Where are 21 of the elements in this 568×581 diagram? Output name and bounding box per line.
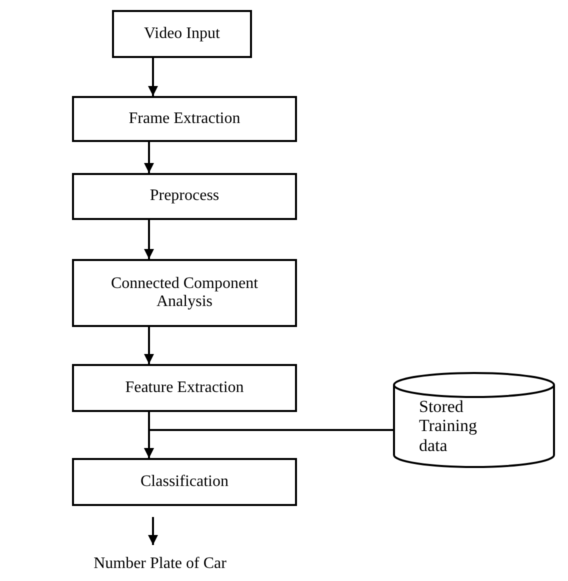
node-label: Video Input	[144, 24, 220, 44]
arrow	[144, 142, 154, 173]
node-label: Feature Extraction	[125, 378, 244, 398]
arrow	[144, 429, 393, 458]
process-box	[72, 364, 297, 412]
node-label: Stored Training data	[419, 396, 478, 456]
node-label: Connected Component Analysis	[110, 274, 260, 312]
arrow	[148, 58, 158, 96]
arrow	[144, 220, 154, 259]
arrow	[144, 327, 154, 364]
output-text: Number Plate of Car	[94, 554, 226, 574]
process-box	[72, 96, 297, 142]
node-label: Classification	[140, 472, 228, 492]
node-label: Frame Extraction	[128, 110, 240, 128]
node-label: Preprocess	[150, 187, 220, 206]
process-box	[72, 259, 297, 327]
database-cylinder	[393, 372, 555, 468]
process-box	[72, 173, 297, 220]
process-box	[72, 458, 297, 506]
process-box	[112, 10, 252, 58]
arrow	[148, 517, 158, 545]
